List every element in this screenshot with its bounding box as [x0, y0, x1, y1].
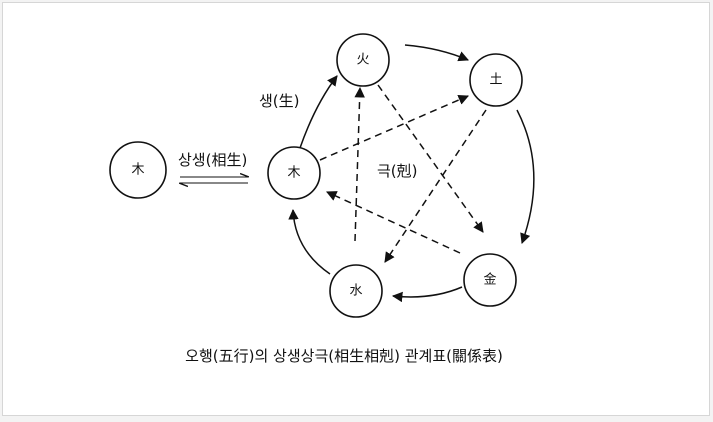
arrow-wood-to-earth: [319, 94, 469, 161]
node-wood-center: 木: [267, 146, 321, 200]
arrow-water-to-fire: [354, 86, 365, 242]
label-overcoming: 극(剋): [377, 162, 418, 180]
diagram-caption: 오행(五行)의 상생상극(相生相剋) 관계표(關係表): [185, 347, 503, 365]
node-water-label: 水: [349, 284, 362, 299]
arrow-metal-to-water: [391, 286, 463, 303]
node-metal-label: 金: [483, 272, 496, 288]
node-earth-label: 土: [489, 73, 502, 88]
arrow-water-to-wood: [288, 208, 331, 275]
node-fire: 火: [336, 33, 390, 87]
node-wood-left-label: 木: [131, 163, 144, 178]
arrow-metal-to-wood: [326, 191, 461, 254]
label-mutual-generation: 상생(相生): [178, 151, 247, 169]
node-earth: 土: [469, 53, 523, 107]
arrow-earth-to-metal: [516, 109, 535, 244]
arrow-wood-to-fire: [299, 75, 338, 149]
node-metal: 金: [463, 253, 517, 307]
arrow-fire-to-metal: [377, 84, 484, 233]
label-generation: 생(生): [259, 92, 300, 110]
arrow-earth-to-water: [384, 109, 487, 263]
node-wood-left: 木: [109, 141, 167, 199]
node-fire-label: 火: [356, 53, 369, 68]
node-wood-center-label: 木: [287, 166, 300, 181]
arrow-fire-to-earth: [404, 44, 469, 62]
node-water: 水: [329, 264, 383, 318]
